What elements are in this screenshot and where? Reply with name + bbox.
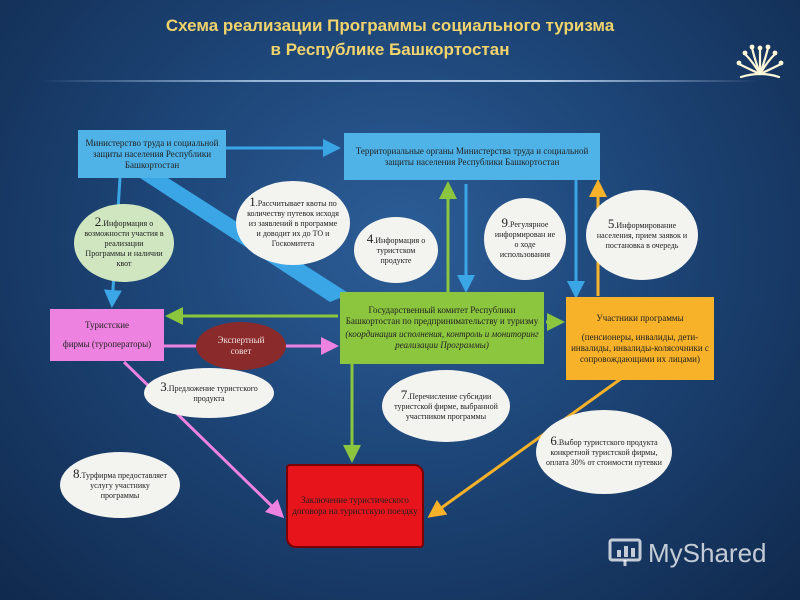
contract-label: Заключение туристического договора на ту… (292, 495, 418, 516)
tour-firms-box: Туристские фирмы (туроператоры) (50, 309, 164, 361)
callout-8: 8.Турфирма предоставляет услугу участник… (60, 452, 180, 518)
callout-7-number: 7 (400, 387, 408, 402)
callout-8-text: Турфирма предоставляет услугу участнику … (81, 471, 167, 500)
title-line-1: Схема реализации Программы социального т… (165, 16, 615, 35)
page-title: Схема реализации Программы социального т… (80, 14, 700, 62)
callout-7: 7.Перечисление субсидии туристской фирме… (382, 370, 510, 442)
callout-1-text: Рассчитывает квоты по количеству путевок… (247, 199, 339, 248)
ministry-box: Министерство труда и социальной защиты н… (78, 130, 226, 178)
participants-title: Участники программы (596, 312, 684, 323)
callout-5: 5.Информирование населения, прием заявок… (586, 190, 698, 280)
territorial-organs-label: Территориальные органы Министерства труд… (355, 145, 589, 167)
arrow-participants-contract (427, 376, 623, 518)
tour-firms-label-2: фирмы (туроператоры) (62, 339, 152, 349)
expert-council-box: Экспертный совет (196, 322, 286, 370)
watermark: MyShared (648, 538, 767, 568)
callout-4-text: Информация о туристском продукте (375, 236, 426, 265)
state-committee-label: Государственный комитет Республики Башко… (345, 305, 539, 326)
tour-firms-label-1: Туристские (84, 320, 130, 330)
state-committee-box: Государственный комитет Республики Башко… (340, 292, 544, 364)
callout-8-number: 8 (73, 466, 80, 481)
callout-4-number: 4 (366, 231, 374, 246)
title-divider (40, 80, 760, 82)
callout-9-text: Регулярное информирован ие о ходе исполь… (494, 220, 556, 259)
expert-council-label: Экспертный совет (217, 335, 265, 356)
callout-2-text: Информация о возможности участия в реали… (84, 219, 164, 268)
participants-box: Участники программы (пенсионеры, инвалид… (566, 297, 714, 380)
callout-5-number: 5 (607, 216, 615, 231)
contract-box: Заключение туристического договора на ту… (286, 464, 424, 548)
callout-6-text: Выбор туристского продукта конкретной ту… (546, 438, 662, 467)
callout-5-text: Информирование населения, прием заявок и… (596, 221, 688, 250)
callout-3: 3.Предложение туристского продукта (144, 368, 274, 418)
kurai-flower-icon (736, 44, 784, 79)
state-committee-note: (координация исполнения, контроль и мони… (345, 329, 539, 350)
territorial-organs-box: Территориальные органы Министерства труд… (344, 133, 600, 180)
callout-7-text: Перечисление субсидии туристской фирме, … (394, 392, 498, 421)
callout-6: 6.Выбор туристского продукта конкретной … (536, 410, 672, 494)
presentation-icon (608, 538, 642, 566)
callout-1-number: 1 (249, 194, 256, 209)
callout-2-number: 2 (94, 214, 102, 229)
participants-list: (пенсионеры, инвалиды, дети-инвалиды, ин… (571, 331, 709, 364)
callout-2: 2.Информация о возможности участия в реа… (74, 204, 174, 282)
ministry-label: Министерство труда и социальной защиты н… (85, 137, 219, 170)
callout-6-number: 6 (550, 433, 557, 448)
callout-4: 4.Информация о туристском продукте (354, 217, 438, 283)
callout-9: 9.Регулярное информирован ие о ходе испо… (484, 198, 566, 280)
callout-3-text: Предложение туристского продукта (168, 384, 258, 403)
title-line-2: в Республике Башкортостан (270, 40, 510, 59)
callout-9-number: 9 (501, 215, 509, 230)
callout-1: 1.Рассчитывает квоты по количеству путев… (236, 181, 350, 265)
callout-3-number: 3 (160, 379, 167, 394)
